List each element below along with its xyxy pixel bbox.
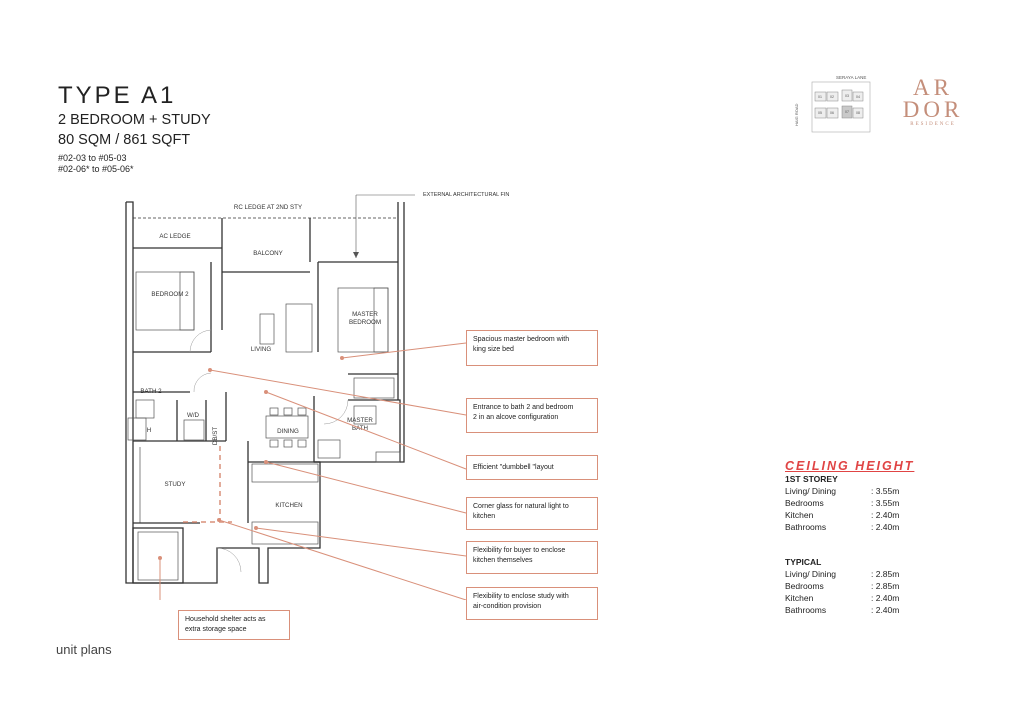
label-household-shelter-h: H <box>147 427 151 434</box>
keymap-unit-label: 04 <box>856 95 860 99</box>
keymap-unit-label: 06 <box>830 111 834 115</box>
label-bath-2: BATH 2 <box>140 388 162 395</box>
ceiling-height-title: CEILING HEIGHT <box>785 459 915 473</box>
unit-numbers-line-2: #02-06* to #05-06* <box>58 164 134 174</box>
footer-section-label: unit plans <box>56 642 112 657</box>
keymap-unit-label: 02 <box>830 95 834 99</box>
label-study: STUDY <box>165 481 186 488</box>
label-rc-ledge: RC LEDGE AT 2ND STY <box>234 204 302 211</box>
first-storey-heading: 1ST STOREY <box>785 474 838 484</box>
keymap-unit-label: 05 <box>818 111 822 115</box>
logo-line-2: DOR <box>902 97 964 122</box>
callout-dumbbell-layout: Efficient "dumbbell "layout <box>466 455 598 480</box>
logo-tagline: RESIDENCE <box>910 122 956 127</box>
ceiling-row: Living/ Dining: 2.85m <box>785 569 900 579</box>
keymap-unit-label: 08 <box>856 111 860 115</box>
label-wd: W/D <box>187 412 200 419</box>
ceiling-row: Bedrooms: 2.85m <box>785 581 900 591</box>
label-master-bedroom-1: MASTER <box>352 311 378 318</box>
label-dining: DINING <box>277 428 299 435</box>
unit-area-subtitle: 80 SQM / 861 SQFT <box>58 132 191 148</box>
label-bedroom-2: BEDROOM 2 <box>151 291 189 298</box>
ceiling-row: Bedrooms: 3.55m <box>785 498 900 508</box>
label-master-bedroom-2: BEDROOM <box>349 319 381 326</box>
keymap-top-road: SERAYA LANE <box>836 75 866 80</box>
key-plan-map: SERAYA LANE HAIG ROAD 01 02 03 04 05 06 07 08 <box>794 75 871 133</box>
label-external-fin: EXTERNAL ARCHITECTURAL FIN <box>423 192 509 198</box>
unit-type-subtitle: 2 BEDROOM + STUDY <box>58 112 211 128</box>
label-balcony: BALCONY <box>253 250 283 257</box>
label-db-st: DB/ST <box>212 427 219 445</box>
ceiling-row: Kitchen: 2.40m <box>785 510 900 520</box>
keymap-unit-label: 01 <box>818 95 822 99</box>
brand-logo: AR DOR RESIDENCE <box>895 75 971 127</box>
label-kitchen: KITCHEN <box>275 502 302 509</box>
ceiling-row: Living/ Dining: 3.55m <box>785 486 900 496</box>
keymap-side-road: HAIG ROAD <box>794 103 799 126</box>
page-title: TYPE A1 <box>58 82 177 109</box>
keymap-unit-label: 07 <box>845 110 849 114</box>
label-master-bath-1: MASTER <box>347 417 373 424</box>
keymap-unit-label: 03 <box>845 94 849 98</box>
logo-line-1: AR <box>913 75 953 100</box>
label-ac-ledge: AC LEDGE <box>159 233 190 240</box>
typical-heading: TYPICAL <box>785 557 822 567</box>
ceiling-row: Kitchen: 2.40m <box>785 593 900 603</box>
ceiling-row: Bathrooms: 2.40m <box>785 605 900 615</box>
label-living: LIVING <box>251 346 271 353</box>
unit-numbers-line-1: #02-03 to #05-03 <box>58 153 127 163</box>
floor-plan: RC LEDGE AT 2ND STY AC LEDGE BALCONY BED… <box>125 192 509 600</box>
ceiling-row: Bathrooms: 2.40m <box>785 522 900 532</box>
